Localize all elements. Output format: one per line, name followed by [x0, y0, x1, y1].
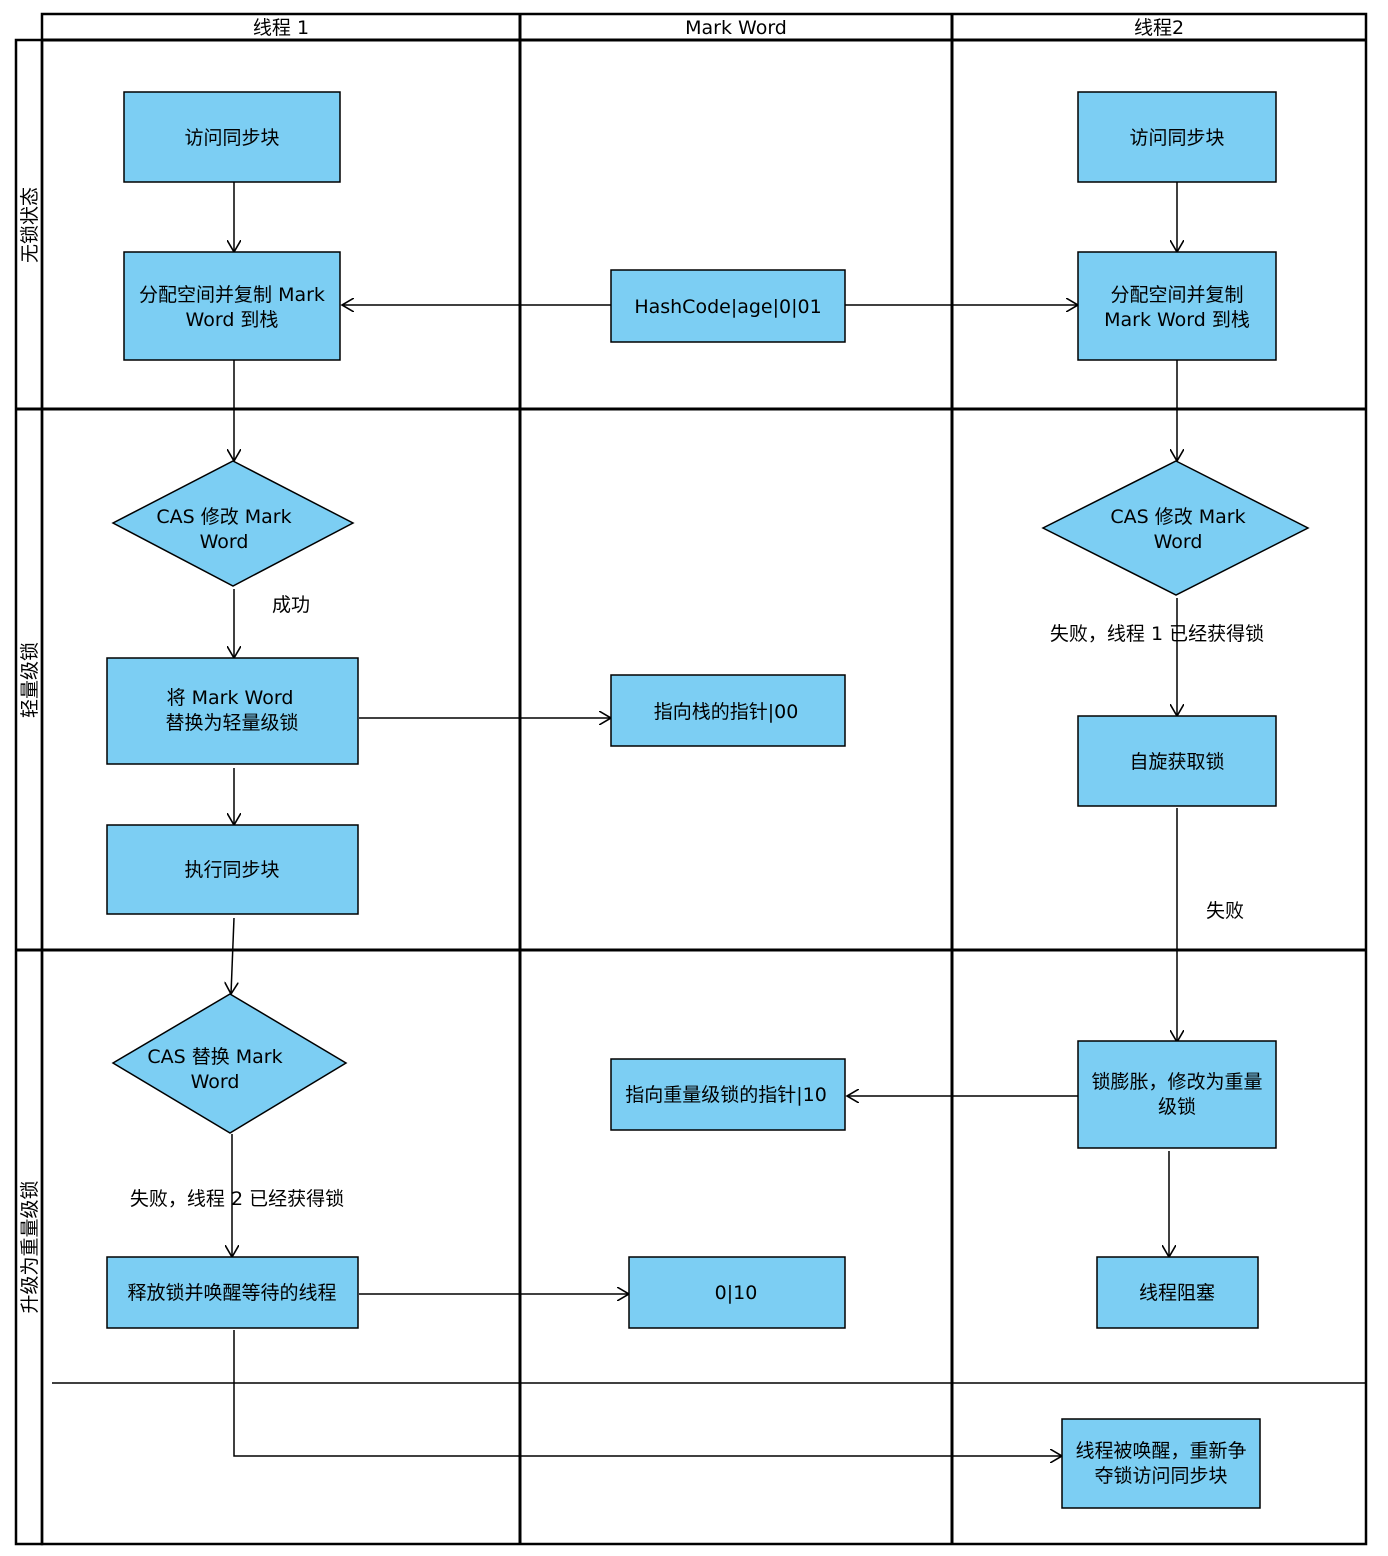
- lane-heavyweight: 升级为重量级锁: [19, 1180, 41, 1313]
- svg-text:Mark Word 到栈: Mark Word 到栈: [1104, 309, 1250, 331]
- svg-text:线程阻塞: 线程阻塞: [1139, 1282, 1215, 1304]
- svg-text:级锁: 级锁: [1158, 1096, 1196, 1118]
- header-thread1: 线程 1: [253, 17, 309, 39]
- node-mw-hash: HashCode|age|0|01: [610, 269, 846, 343]
- edge-label-t2-fail: 失败: [1206, 900, 1244, 922]
- lane-unlocked: 无锁状态: [19, 187, 41, 263]
- node-mw-heavy-ptr: 指向重量级锁的指针|10: [610, 1058, 846, 1131]
- node-t1-release: 释放锁并唤醒等待的线程: [106, 1256, 359, 1329]
- node-t1-cas: CAS 修改 Mark Word: [111, 460, 355, 587]
- svg-text:指向重量级锁的指针|10: 指向重量级锁的指针|10: [625, 1084, 827, 1106]
- svg-text:HashCode|age|0|01: HashCode|age|0|01: [634, 296, 821, 318]
- edge-label-t1-success: 成功: [272, 594, 310, 616]
- node-t2-spin: 自旋获取锁: [1077, 715, 1277, 807]
- svg-text:自旋获取锁: 自旋获取锁: [1129, 751, 1224, 773]
- svg-text:指向栈的指针|00: 指向栈的指针|00: [654, 701, 799, 723]
- edges: [231, 182, 1177, 1456]
- svg-text:锁膨胀，修改为重量: 锁膨胀，修改为重量: [1091, 1071, 1262, 1093]
- edge-t1-exec-to-cas-replace: [231, 917, 234, 994]
- svg-text:分配空间并复制: 分配空间并复制: [1110, 284, 1243, 306]
- node-mw-stack-ptr: 指向栈的指针|00: [610, 674, 846, 747]
- svg-text:替换为轻量级锁: 替换为轻量级锁: [165, 712, 298, 734]
- header-markword: Mark Word: [685, 17, 787, 39]
- node-t2-block: 线程阻塞: [1096, 1256, 1259, 1329]
- svg-text:线程被唤醒，重新争: 线程被唤醒，重新争: [1075, 1440, 1246, 1462]
- node-t2-access: 访问同步块: [1077, 91, 1277, 183]
- svg-text:Word: Word: [191, 1071, 240, 1093]
- svg-text:0|10: 0|10: [715, 1282, 758, 1304]
- node-t2-alloc: 分配空间并复制 Mark Word 到栈: [1077, 251, 1277, 361]
- node-t1-cas-replace: CAS 替换 Mark Word: [111, 993, 348, 1134]
- swimlane-frame: [14, 12, 1368, 1546]
- node-t2-cas: CAS 修改 Mark Word: [1041, 460, 1310, 596]
- svg-text:CAS 替换 Mark: CAS 替换 Mark: [147, 1046, 282, 1068]
- node-t1-alloc: 分配空间并复制 Mark Word 到栈: [123, 251, 341, 361]
- edge-label-t1-fail-owned: 失败，线程 2 已经获得锁: [130, 1188, 344, 1210]
- svg-text:夺锁访问同步块: 夺锁访问同步块: [1094, 1465, 1227, 1487]
- lane-lightweight: 轻量级锁: [19, 642, 41, 718]
- svg-text:分配空间并复制 Mark: 分配空间并复制 Mark: [139, 284, 325, 306]
- svg-text:释放锁并唤醒等待的线程: 释放锁并唤醒等待的线程: [127, 1282, 336, 1304]
- node-t2-inflate: 锁膨胀，修改为重量 级锁: [1077, 1040, 1277, 1149]
- svg-text:Word: Word: [200, 531, 249, 553]
- edge-label-t2-fail-owned: 失败，线程 1 已经获得锁: [1050, 623, 1264, 645]
- header-thread2: 线程2: [1134, 17, 1184, 39]
- node-t2-wake: 线程被唤醒，重新争 夺锁访问同步块: [1061, 1418, 1261, 1509]
- svg-text:访问同步块: 访问同步块: [184, 127, 279, 149]
- svg-text:CAS 修改 Mark: CAS 修改 Mark: [1110, 506, 1245, 528]
- svg-text:将 Mark Word: 将 Mark Word: [167, 687, 294, 709]
- edge-t1-release-to-t2-wake: [233, 1330, 1062, 1456]
- svg-text:CAS 修改 Mark: CAS 修改 Mark: [156, 506, 291, 528]
- svg-text:访问同步块: 访问同步块: [1129, 127, 1224, 149]
- svg-text:Word 到栈: Word 到栈: [186, 309, 279, 331]
- node-t1-access: 访问同步块: [123, 91, 341, 183]
- node-mw-010: 0|10: [628, 1256, 846, 1329]
- svg-text:Word: Word: [1154, 531, 1203, 553]
- node-t1-exec: 执行同步块: [106, 824, 359, 915]
- node-t1-replace: 将 Mark Word 替换为轻量级锁: [106, 657, 359, 765]
- svg-text:执行同步块: 执行同步块: [184, 859, 279, 881]
